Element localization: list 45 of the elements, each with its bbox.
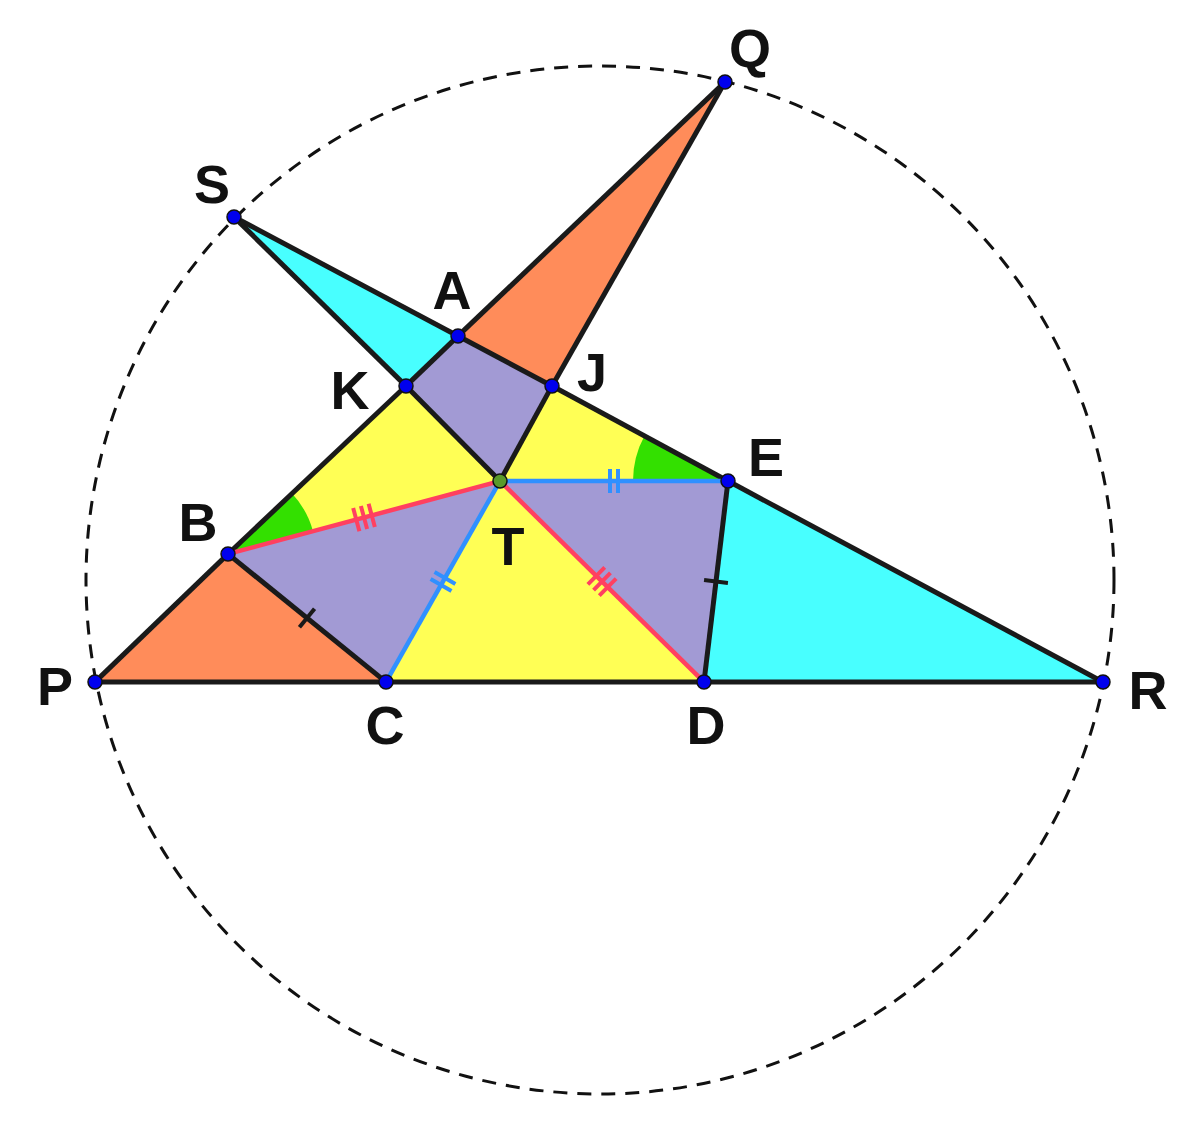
point-label: D (686, 695, 726, 755)
point-marker (226, 209, 242, 225)
line-segment (98, 557, 225, 679)
line-segment (237, 220, 403, 383)
point-label: Q (729, 18, 771, 78)
line-segment (234, 480, 494, 555)
point-label: C (365, 695, 405, 755)
line-segment (239, 218, 453, 335)
line-segment (553, 86, 724, 382)
line-segment (393, 679, 697, 685)
line-segment (231, 556, 383, 680)
point-label: T (491, 516, 525, 576)
point-marker (492, 473, 508, 489)
point-label: E (748, 427, 784, 487)
line-segment (503, 484, 701, 679)
point-marker (450, 328, 466, 344)
point-marker (544, 378, 560, 394)
point-label: B (178, 492, 218, 552)
point-label: S (194, 154, 230, 214)
line-segment (507, 478, 721, 484)
line-segment (409, 339, 455, 383)
point-marker (87, 674, 103, 690)
point-label: K (330, 360, 370, 420)
point-label: J (577, 342, 607, 402)
point-marker (720, 473, 736, 489)
line-segment (556, 387, 724, 480)
point-marker (1095, 674, 1111, 690)
point-marker (696, 674, 712, 690)
point-marker (378, 674, 394, 690)
line-segment (102, 679, 379, 685)
line-segment (711, 679, 1096, 685)
line-segment (733, 482, 1098, 681)
point-marker (717, 74, 733, 90)
line-segment (463, 337, 547, 385)
line-segment (231, 389, 403, 551)
line-segment (702, 487, 730, 676)
point-marker (220, 546, 236, 562)
point-label: A (432, 260, 472, 320)
line-segment (461, 85, 722, 333)
line-segment (501, 390, 551, 477)
line-segment (387, 485, 499, 678)
point-marker (398, 378, 414, 394)
point-label: P (37, 656, 73, 716)
line-segment (409, 389, 497, 478)
point-label: R (1128, 660, 1168, 720)
